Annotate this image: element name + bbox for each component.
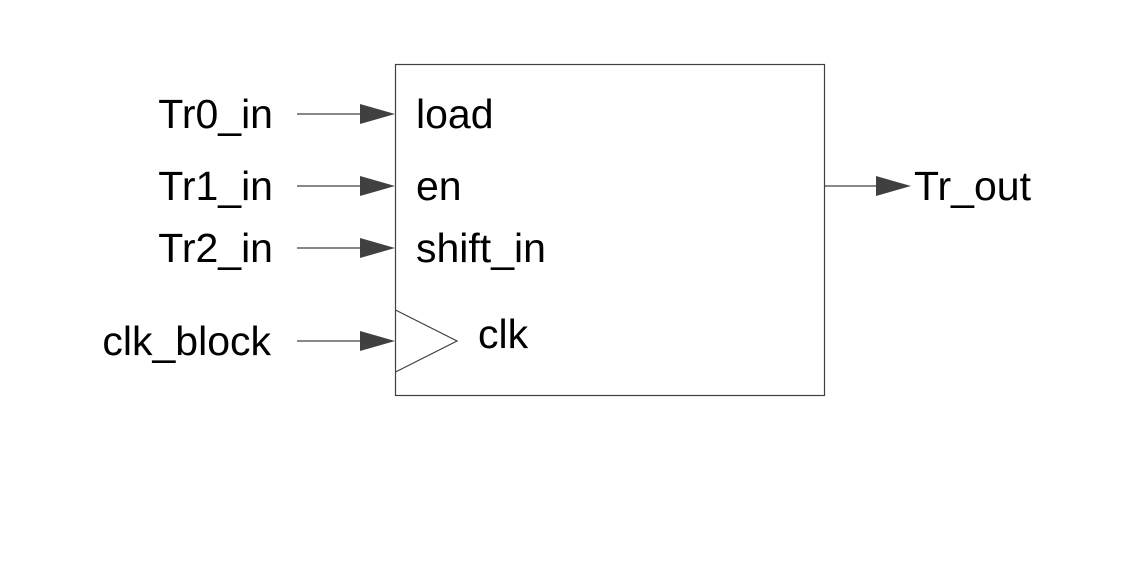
input-arrow-0 bbox=[297, 104, 395, 124]
output-arrow bbox=[825, 176, 911, 196]
input-arrow-2 bbox=[297, 238, 395, 258]
input-label-tr1: Tr1_in bbox=[158, 163, 273, 209]
clock-input-arrow bbox=[297, 331, 395, 351]
port-label-en: en bbox=[416, 163, 462, 209]
shift-register-block bbox=[394, 63, 826, 397]
input-label-tr2: Tr2_in bbox=[158, 225, 273, 271]
input-arrow-1 bbox=[297, 176, 395, 196]
arrowhead-icon bbox=[360, 176, 395, 196]
clock-edge-triangle-icon bbox=[395, 309, 459, 373]
arrowhead-icon bbox=[360, 331, 395, 351]
port-label-load: load bbox=[416, 91, 494, 137]
port-label-clk: clk bbox=[478, 311, 529, 357]
arrowhead-icon bbox=[876, 176, 911, 196]
arrowhead-icon bbox=[360, 238, 395, 258]
port-label-shift-in: shift_in bbox=[416, 225, 546, 271]
input-label-tr0: Tr0_in bbox=[158, 91, 273, 137]
output-label-tr-out: Tr_out bbox=[914, 163, 1032, 209]
clock-input-label: clk_block bbox=[102, 318, 271, 364]
arrowhead-icon bbox=[360, 104, 395, 124]
